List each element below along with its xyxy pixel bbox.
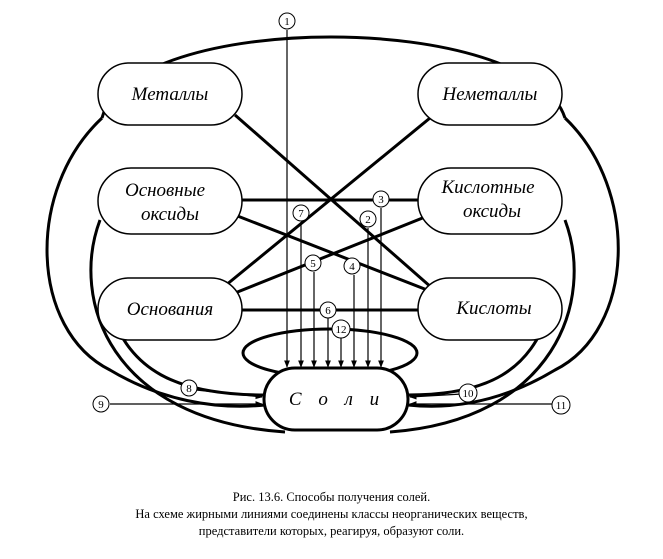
- node-metals-label: Металлы: [131, 84, 209, 105]
- line-acid-oxides-bases: [229, 213, 431, 297]
- marker-6: 6: [319, 301, 337, 319]
- salts-diagram: Металлы Неметаллы Основные оксиды Кислот…: [45, 12, 620, 434]
- loop-right-outer: [389, 219, 576, 434]
- caption-line-2: На схеме жирными линиями соединены класс…: [135, 507, 528, 521]
- svg-text:2: 2: [365, 214, 371, 226]
- line-nonmetals-bases: [219, 116, 431, 292]
- node-acids: Кислоты: [417, 277, 563, 341]
- node-acids-label: Кислоты: [455, 298, 531, 319]
- svg-text:12: 12: [336, 324, 347, 336]
- marker-3: 3: [372, 190, 390, 208]
- svg-text:10: 10: [463, 388, 475, 400]
- caption-line-1: Рис. 13.6. Способы получения солей.: [232, 490, 431, 504]
- svg-text:5: 5: [310, 258, 316, 270]
- node-salts-label: С о л и: [289, 389, 385, 410]
- svg-text:8: 8: [186, 383, 192, 395]
- loop-left-outer: [89, 219, 286, 434]
- node-bases-label: Основания: [127, 299, 213, 320]
- marker-10: 10: [458, 383, 478, 403]
- marker-7: 7: [292, 204, 310, 222]
- node-basic-oxides: Основные оксиды: [97, 167, 243, 235]
- node-acid-oxides: Кислотные оксиды: [417, 167, 563, 235]
- marker-5: 5: [304, 254, 322, 272]
- reaction-markers: 1 2 3 4 5 6 7 8 9 10 11 12: [92, 12, 571, 415]
- node-salts: С о л и: [262, 366, 410, 432]
- svg-text:3: 3: [378, 194, 384, 206]
- svg-text:9: 9: [98, 399, 104, 411]
- marker-9: 9: [92, 395, 110, 413]
- marker-11: 11: [551, 395, 571, 415]
- node-acid-oxides-label-2: оксиды: [463, 201, 521, 222]
- line-basic-oxides-acids: [234, 213, 441, 297]
- node-bases: Основания: [97, 277, 243, 341]
- loop-left: [45, 116, 266, 408]
- svg-text:4: 4: [349, 261, 355, 273]
- node-acid-oxides-label-1: Кислотные: [440, 177, 534, 198]
- node-nonmetals: Неметаллы: [417, 62, 563, 126]
- arrow-10: [409, 393, 463, 400]
- svg-text:7: 7: [298, 208, 304, 220]
- line-metals-acids: [234, 113, 441, 297]
- node-nonmetals-label: Неметаллы: [442, 84, 538, 105]
- marker-2: 2: [359, 210, 377, 228]
- marker-4: 4: [343, 257, 361, 275]
- node-basic-oxides-label-1: Основные: [125, 180, 205, 201]
- svg-text:1: 1: [284, 16, 290, 28]
- node-metals: Металлы: [97, 62, 243, 126]
- arrow-8: [195, 389, 263, 400]
- marker-8: 8: [180, 379, 198, 397]
- node-basic-oxides-label-2: оксиды: [141, 204, 199, 225]
- marker-1: 1: [278, 12, 296, 30]
- marker-12: 12: [331, 319, 351, 339]
- loop-right: [407, 116, 620, 408]
- figure-caption: Рис. 13.6. Способы получения солей. На с…: [0, 489, 663, 540]
- thin-arrows: [110, 30, 553, 407]
- svg-text:6: 6: [325, 305, 331, 317]
- svg-text:11: 11: [556, 400, 567, 412]
- bold-connectors: [219, 113, 441, 312]
- caption-line-3: представители которых, реагируя, образую…: [198, 524, 465, 538]
